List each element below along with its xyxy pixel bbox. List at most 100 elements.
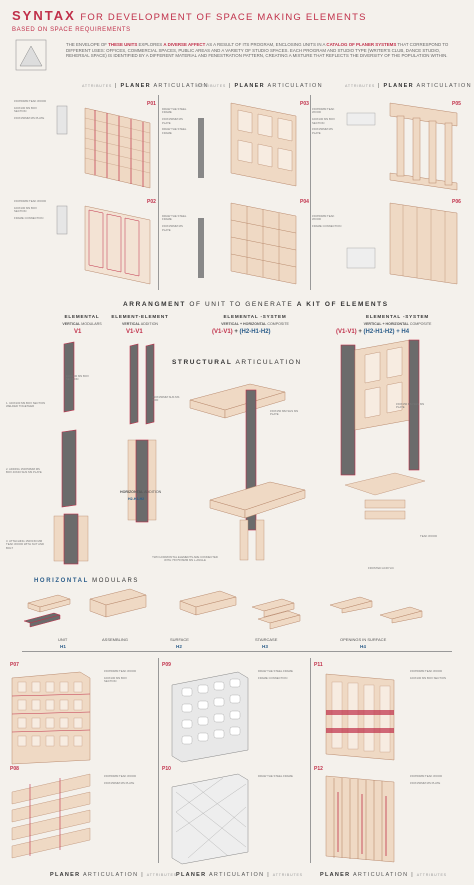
side-note: 150X150MM MS PLATE (162, 117, 183, 125)
panel-number-p02: P02 (147, 199, 156, 205)
horizontal-addition-formula: H2-H1-H2 (128, 497, 145, 501)
sequence-label-openings: OPENINGS IN SURFACE (340, 637, 387, 642)
sequence-code-h3: H3 (262, 644, 268, 649)
sequence-label-surface: SURFACE (170, 637, 189, 642)
side-note-p01: 150X50MM TEAK WOOD 100X100 MS BOX SECTIO… (14, 99, 50, 121)
planer-header-1: ATTRIBUTES | PLANER ARTICULATION (82, 83, 209, 89)
planer-label: PLANER (50, 872, 81, 878)
side-note: 100X100 MS BOX SECTION (14, 105, 37, 114)
arrangement-pre: ARRANGMENT (123, 301, 186, 308)
panel-p10-drawing (171, 773, 249, 865)
structural-rest: ARTICULATION (235, 359, 302, 366)
panel-number-p03: P03 (300, 101, 309, 107)
sequence-code-h4: H4 (360, 644, 366, 649)
side-note: 150X150MM MS PLATE (162, 224, 183, 232)
articulation-label: ARTICULATION (267, 83, 323, 89)
formula-blue: (H2-H1-H2) (239, 329, 271, 335)
articulation-label: ARTICULATION (352, 872, 409, 878)
column-sub-text: COMPOSITE (409, 322, 432, 326)
column-sub-bold: VERTICAL (122, 322, 140, 326)
panel-p01-drawing (56, 105, 151, 189)
sequence-line (22, 651, 452, 652)
panel-number-p11: P11 (314, 662, 323, 668)
attributes-label: ATTRIBUTES (272, 873, 303, 877)
side-note: 150X150MM MS PLATE (410, 780, 441, 785)
column-sub-2: VERTICAL ADDITION (105, 322, 175, 326)
panel-p11-drawing (325, 673, 395, 761)
formula-red: (V1-V1) (336, 329, 357, 335)
panel-p03-drawing (198, 102, 297, 187)
annotation-step-2: 2. ADDING 150X50MM MS BOX 40X40 SHS MS P… (6, 467, 42, 475)
panel-p02-drawing (56, 205, 151, 285)
horizontal-pieces-drawing (23, 588, 423, 630)
side-note: FRAME CONNECTION (14, 216, 44, 221)
panel-number-p12: P12 (314, 766, 323, 772)
column-head-1: ELEMENTAL (64, 314, 100, 319)
side-note: 100X100 MS BOX SECTION (312, 117, 335, 125)
annotation-ms-rod: 150X150MM SHS MS ROD (152, 395, 180, 403)
annotation-acrylic: FROSTED ACRYLIC (368, 566, 395, 570)
column-sub-text: ADDITION (140, 322, 158, 326)
sequence-label-assembling: ASSEMBLING (102, 637, 129, 642)
side-note: FRAME CONNECTION (312, 224, 342, 229)
column-v1v1-drawing (127, 343, 157, 523)
side-note: 150X150MM MS PLATE (312, 127, 333, 135)
column-sub-text: MODULARS (81, 322, 102, 326)
divider (158, 95, 159, 290)
horizontal-addition-label: HORIZONTAL ADDITION (120, 490, 161, 494)
annotation-step-3: 3. ATTACHING 150X150 MM TEAK WOOD WITH N… (6, 539, 45, 550)
arrangement-mid: OF UNIT TO GENERATE (189, 301, 294, 308)
page-subtitle: BASED ON SPACE REQUIREMENTS (12, 27, 131, 33)
planer-label: PLANER (120, 83, 151, 89)
planer-label: PLANER (320, 872, 351, 878)
horizontal-rest: MODULARS (92, 578, 139, 584)
side-note: 150X50MM TEAK WOOD (104, 669, 137, 673)
articulation-label: ARTICULATION (153, 83, 209, 89)
annotation-step-1: 1. 100X100 MS BOX SECTION WELDED TOGETHE… (6, 401, 46, 409)
planer-header-4: PLANER ARTICULATION | ATTRIBUTES (50, 872, 177, 878)
divider (310, 658, 311, 863)
annotation-ms-plate: 150X150 MM SHS MS PLATE (270, 409, 299, 417)
column-system-drawing (189, 383, 306, 561)
column-head-4: ELEMENTAL -SYSTEM (366, 314, 429, 319)
intro-highlight-1: THESE UNITS (108, 42, 138, 47)
side-note: 150X50MM TEAK WOOD (410, 774, 443, 778)
h-add-bold: HORIZONTAL (120, 490, 144, 494)
attributes-label: ATTRIBUTES (416, 873, 447, 877)
side-note: 150X50MM TEAK WOOD (410, 669, 443, 673)
attributes-label: ATTRIBUTES (82, 84, 113, 88)
h-add-text: ADDITION (144, 490, 162, 494)
panel-number-p07: P07 (10, 662, 19, 668)
panel-p09-drawing (171, 671, 249, 763)
panel-p07-drawing (11, 671, 91, 765)
panel-number-p04: P04 (300, 199, 309, 205)
planer-header-2: ATTRIBUTES | PLANER ARTICULATION (196, 83, 323, 89)
intro-text-2: EXPLORES (138, 42, 163, 47)
horizontal-modulars-heading: HORIZONTAL MODULARS (34, 578, 139, 584)
side-note: 150X150MM MS PLATE (14, 116, 45, 121)
column-sub-1: VERTICAL MODULARS (52, 322, 112, 326)
side-note: 150X150MM MS PLATE (104, 780, 135, 785)
intro-text-3: AS A RESULT OF ITS PROGRAM, ENCLOSING UN… (206, 42, 326, 47)
intro-paragraph: THE ENVELOPE OF THESE UNITS EXPLORES A D… (66, 42, 456, 59)
articulation-label: ARTICULATION (208, 872, 265, 878)
panel-p12-drawing (325, 775, 395, 863)
arrangement-bold: A KIT OF ELEMENTS (296, 301, 389, 308)
annotation-teak: TEAK WOOD (420, 534, 438, 538)
side-note-p09: DRAW THE STEEL FRAME FRAME CONNECTION (258, 669, 294, 680)
side-note: 100X100 MS BOX SECTION (14, 205, 37, 214)
column-formula-1: V1 (74, 329, 82, 335)
panel-p05-drawing (346, 102, 458, 191)
side-note: DRAW THE STEEL FRAME (162, 214, 187, 222)
formula-plus: + (234, 329, 238, 335)
side-note: 150X50MM TEAK WOOD (14, 199, 47, 203)
sequence-code-h2: H2 (176, 644, 182, 649)
side-note-p10: DRAW THE STEEL FRAME (258, 774, 294, 778)
column-sub-bold: VERTICAL + HORIZONTAL (221, 322, 267, 326)
panel-number-p09: P09 (162, 662, 171, 668)
intro-mark (15, 39, 47, 71)
annotation-box-section: 100X100 MS BOX SECTION (66, 374, 89, 382)
column-composite-drawing (340, 339, 426, 520)
planer-label: PLANER (176, 872, 207, 878)
column-sub-3: VERTICAL + HORIZONTAL COMPOSITE (200, 322, 310, 326)
